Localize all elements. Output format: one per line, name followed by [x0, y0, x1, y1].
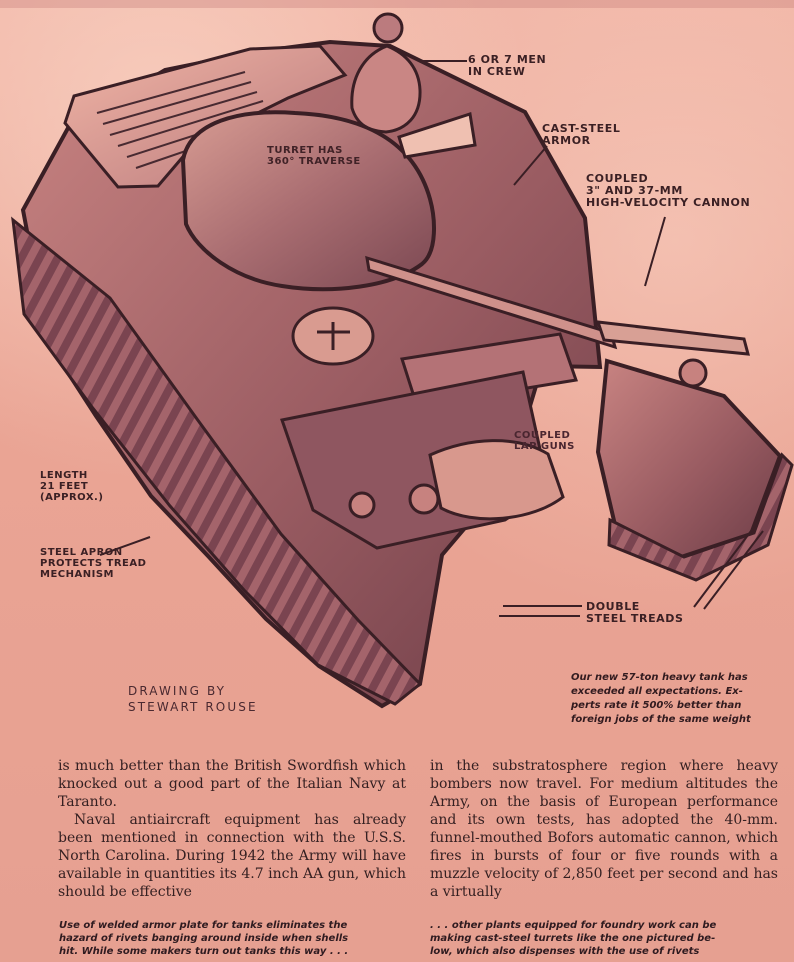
article-left-column: is much better than the British Swordfis…: [58, 757, 406, 901]
tank-illustration: [11, 12, 794, 709]
lap-guns-label: COUPLED LAP GUNS: [514, 430, 575, 452]
article-paragraph: Naval antiaircraft equipment has already…: [58, 812, 406, 900]
cannon-label: COUPLED 3" AND 37-MM HIGH-VELOCITY CANNO…: [586, 172, 751, 209]
tank-caption: Our new 57-ton heavy tank has exceeded a…: [571, 672, 751, 725]
bottom-caption-left: Use of welded armor plate for tanks elim…: [59, 920, 349, 957]
article-paragraph: is much better than the British Swordfis…: [58, 758, 406, 810]
length-label: LENGTH 21 FEET (APPROX.): [40, 470, 104, 503]
armor-label: CAST-STEEL ARMOR: [542, 122, 621, 147]
treads-label: DOUBLE STEEL TREADS: [586, 600, 684, 625]
crew-label: 6 OR 7 MEN IN CREW: [468, 53, 547, 78]
article-body: is much better than the British Swordfis…: [58, 757, 778, 907]
top-edge: [0, 0, 794, 8]
article-right-column: in the substratosphere region where heav…: [430, 757, 778, 901]
tank-body: [11, 12, 794, 709]
article-paragraph: in the substratosphere region where heav…: [430, 758, 778, 900]
bottom-caption-right: . . . other plants equipped for foundry …: [430, 920, 717, 957]
apron-label: STEEL APRON PROTECTS TREAD MECHANISM: [40, 547, 147, 580]
drawing-credit: DRAWING BY STEWART ROUSE: [128, 684, 258, 714]
leader-lines: [99, 60, 764, 617]
turret-label: TURRET HAS 360° TRAVERSE: [267, 145, 361, 167]
